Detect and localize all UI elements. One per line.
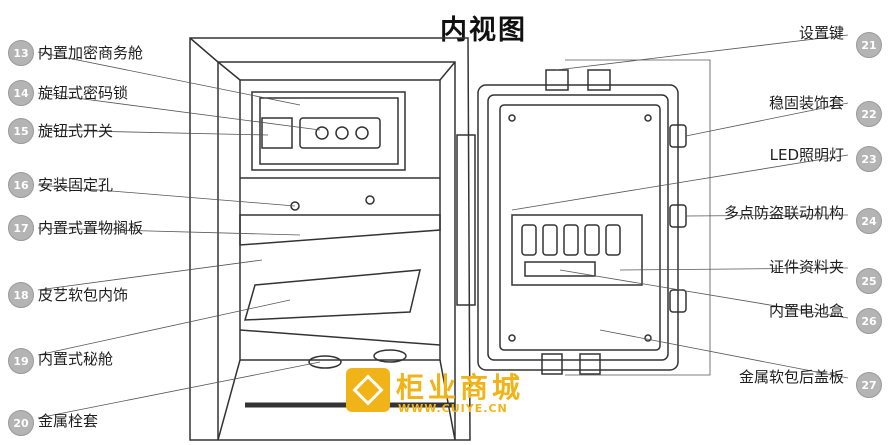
- cabinet-perspective-lines: [217, 61, 456, 441]
- callout-label-22: 稳固装饰套: [768, 94, 844, 112]
- callout-badge-27: 27: [856, 372, 882, 398]
- callout-label-27: 金属软包后盖板: [738, 368, 844, 386]
- callout-badge-19: 19: [8, 348, 34, 374]
- callout-label-26: 内置电池盒: [768, 302, 844, 320]
- callout-badge-13: 13: [8, 40, 34, 66]
- callout-badge-21: 21: [856, 32, 882, 58]
- callout-badge-26: 26: [856, 308, 882, 334]
- callout-label-25: 证件资料夹: [768, 258, 844, 276]
- callout-badge-20: 20: [8, 410, 34, 436]
- brand-name: 柜业商城: [396, 371, 525, 404]
- callout-badge-25: 25: [856, 268, 882, 294]
- callout-badge-14: 14: [8, 80, 34, 106]
- door-panel: [499, 104, 661, 351]
- callout-badge-16: 16: [8, 172, 34, 198]
- setting-key-2: [587, 69, 611, 91]
- business-compartment: [251, 91, 406, 171]
- slot-1: [521, 224, 537, 256]
- leader-lines: [37, 34, 849, 419]
- screw-2: [644, 114, 652, 122]
- bottom-bolt-1: [541, 353, 563, 375]
- bolt-socket-1: [308, 355, 342, 369]
- dial-1: [315, 126, 329, 140]
- callout-badge-17: 17: [8, 215, 34, 241]
- dial-2: [335, 126, 349, 140]
- safe-cabinet: [189, 37, 476, 441]
- callout-badge-18: 18: [8, 282, 34, 308]
- screw-3: [508, 334, 516, 342]
- setting-key-1: [545, 69, 569, 91]
- business-compartment-inner: [259, 97, 399, 165]
- screw-1: [508, 114, 516, 122]
- callout-label-23: LED照明灯: [769, 146, 844, 164]
- callout-badge-15: 15: [8, 118, 34, 144]
- slot-5: [605, 224, 621, 256]
- door-inner: [487, 94, 669, 361]
- safe-door: [477, 69, 687, 375]
- door-hinge: [456, 134, 476, 306]
- slot-2: [542, 224, 558, 256]
- callout-label-13: 内置加密商务舱: [38, 44, 144, 62]
- slot-3: [563, 224, 579, 256]
- callout-label-18: 皮艺软包内饰: [38, 286, 129, 304]
- slot-4: [584, 224, 600, 256]
- callout-label-14: 旋钮式密码锁: [38, 84, 129, 102]
- bolt-socket-2: [373, 349, 407, 363]
- dial-3: [355, 126, 369, 140]
- cabinet-outer: [189, 37, 471, 441]
- cabinet-inner-cavity: [239, 79, 441, 361]
- callout-label-24: 多点防盗联动机构: [723, 204, 844, 222]
- callout-label-19: 内置式秘舱: [38, 350, 114, 368]
- callout-badge-24: 24: [856, 208, 882, 234]
- cabinet-side-edge: [189, 37, 219, 440]
- brand-logo-mark: [352, 374, 384, 406]
- callout-label-20: 金属栓套: [38, 412, 99, 430]
- callout-label-17: 内置式置物搁板: [38, 219, 144, 237]
- callout-badge-22: 22: [856, 101, 882, 127]
- shelf: [239, 214, 441, 246]
- screw-4: [644, 334, 652, 342]
- rotary-switch: [261, 117, 293, 149]
- callout-badge-23: 23: [856, 146, 882, 172]
- hidden-drawer: [243, 269, 421, 321]
- mounting-hole-2: [365, 195, 375, 205]
- bottom-bolt-2: [579, 353, 601, 375]
- battery-box: [524, 261, 596, 277]
- callout-label-21: 设置键: [798, 24, 844, 42]
- lock-panel: [299, 117, 381, 149]
- brand-url: WWW.CUIYE.CN: [398, 402, 508, 415]
- floor-line: [239, 329, 441, 346]
- callout-label-15: 旋钮式开关: [38, 122, 114, 140]
- brand-logo-icon: [346, 368, 390, 412]
- diagram-title: 内视图: [440, 15, 527, 46]
- callout-label-16: 安装固定孔: [38, 176, 114, 194]
- document-holder: [511, 214, 643, 286]
